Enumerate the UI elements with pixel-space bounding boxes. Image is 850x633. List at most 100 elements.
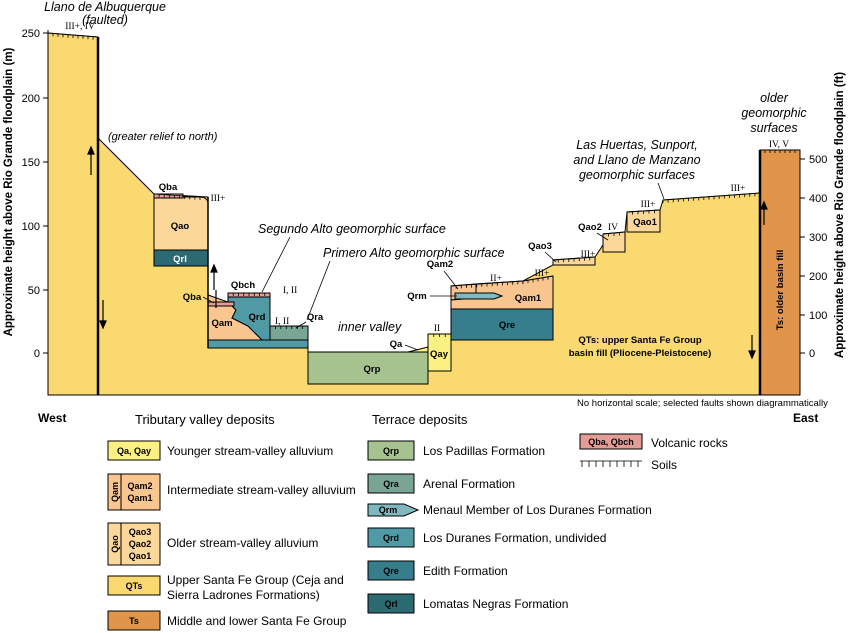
svg-text:Qao1: Qao1 xyxy=(129,551,152,561)
unit-qrl: Qrl xyxy=(173,254,187,265)
right-axis xyxy=(799,150,805,395)
soil-label-6: II+ xyxy=(490,274,502,284)
svg-text:Intermediate stream-valley all: Intermediate stream-valley alluvium xyxy=(167,483,356,497)
left-tick-100: 100 xyxy=(22,221,40,233)
left-axis xyxy=(43,30,49,395)
unit-qrd: Qrd xyxy=(249,312,266,323)
huertas-label-1: Las Huertas, Sunport, xyxy=(576,138,698,152)
svg-text:Los Padillas Formation: Los Padillas Formation xyxy=(423,444,545,458)
soil-surface-2 xyxy=(153,193,201,198)
soil-label-12: IV, V xyxy=(769,140,789,150)
relief-label: (greater relief to north) xyxy=(108,131,218,143)
qao2-leader xyxy=(596,232,609,241)
unit-qam2: Qam2 xyxy=(427,259,453,270)
right-tick-500: 500 xyxy=(809,154,827,166)
soil-label-8: III+ xyxy=(581,250,596,260)
fault-arrows xyxy=(87,145,768,360)
llano-label-1: Llano de Albuquerque xyxy=(44,0,166,14)
left-axis-title: Approximate height above Rio Grande floo… xyxy=(3,47,15,336)
legend-item-ts: Ts Middle and lower Santa Fe Group xyxy=(107,610,347,631)
legend-item-qrp: Qrp Los Padillas Formation xyxy=(367,440,545,461)
right-tick-400: 400 xyxy=(809,193,827,205)
qam2-leader xyxy=(443,270,459,290)
unit-qao1: Qao1 xyxy=(633,217,657,228)
unit-qba-low: Qba xyxy=(183,292,202,303)
huertas-label-3: geomorphic surfaces xyxy=(579,168,695,182)
left-tick-250: 250 xyxy=(22,28,40,40)
unit-qay: Qay xyxy=(430,349,449,360)
svg-text:Qam2: Qam2 xyxy=(127,481,152,491)
svg-text:Menaul Member of Los Duranes F: Menaul Member of Los Duranes Formation xyxy=(423,503,652,517)
unit-qrp: Qrp xyxy=(364,364,381,375)
unit-qam1: Qam1 xyxy=(515,293,542,304)
legend-item-qrm: Qrm Menaul Member of Los Duranes Formati… xyxy=(367,503,652,517)
qao3-leader xyxy=(544,251,557,263)
svg-text:Qba, Qbch: Qba, Qbch xyxy=(588,437,634,447)
unit-qbch: Qbch xyxy=(231,280,255,291)
unit-qre: Qre xyxy=(499,320,515,331)
qa-unit xyxy=(407,346,429,353)
soil-label-2: III+ xyxy=(211,194,226,204)
svg-text:Qrp: Qrp xyxy=(383,446,400,456)
legend-item-qra: Qra Arenal Formation xyxy=(367,473,515,494)
soil-ticks xyxy=(47,32,801,337)
legend-item-qrl: Qrl Lomatas Negras Formation xyxy=(367,593,568,614)
older-label-3: surfaces xyxy=(750,121,797,135)
cross-section xyxy=(47,32,801,396)
svg-text:Sierra Ladrones Formations): Sierra Ladrones Formations) xyxy=(167,588,320,602)
svg-text:Younger stream-valley alluvium: Younger stream-valley alluvium xyxy=(167,444,333,458)
west-label: West xyxy=(38,411,66,425)
right-tick-200: 200 xyxy=(809,271,827,283)
svg-text:Qrd: Qrd xyxy=(383,533,399,543)
east-label: East xyxy=(793,411,818,425)
left-tick-200: 200 xyxy=(22,93,40,105)
legend-item-qts: QTs Upper Santa Fe Group (Ceja and Sierr… xyxy=(107,573,344,602)
unit-qba-top: Qba xyxy=(159,182,178,193)
soil-label-11: III+ xyxy=(731,184,746,194)
left-tick-0: 0 xyxy=(34,348,40,360)
svg-text:Qrl: Qrl xyxy=(384,599,397,609)
legend-item-qao: Qao Qao3 Qao2 Qao1 Older stream-valley a… xyxy=(107,522,318,566)
qts-label-1: QTs: upper Santa Fe Group xyxy=(578,335,702,346)
svg-text:Qam1: Qam1 xyxy=(127,493,152,503)
legend-tributary-header: Tributary valley deposits xyxy=(135,412,275,427)
svg-text:Lomatas Negras Formation: Lomatas Negras Formation xyxy=(423,597,568,611)
svg-text:Upper Santa Fe Group (Ceja and: Upper Santa Fe Group (Ceja and xyxy=(167,573,344,587)
svg-text:Qam: Qam xyxy=(110,482,120,502)
scale-note: No horizontal scale; selected faults sho… xyxy=(577,398,828,409)
svg-text:Qao2: Qao2 xyxy=(129,539,152,549)
soil-label-4: I, II xyxy=(275,317,289,327)
soil-label-7: III+ xyxy=(535,269,550,279)
unit-qa: Qa xyxy=(390,339,403,350)
qba-low-unit xyxy=(207,301,235,307)
qre-unit xyxy=(450,308,554,341)
huertas-leader xyxy=(657,182,665,200)
right-tick-300: 300 xyxy=(809,232,827,244)
svg-text:Los Duranes Formation, undivid: Los Duranes Formation, undivided xyxy=(423,531,606,545)
unit-qra: Qra xyxy=(307,312,324,323)
legend-item-qrd: Qrd Los Duranes Formation, undivided xyxy=(367,527,606,548)
svg-text:Ts: Ts xyxy=(129,616,139,626)
svg-text:Middle and lower Santa Fe Grou: Middle and lower Santa Fe Group xyxy=(167,614,347,628)
legend-item-qre: Qre Edith Formation xyxy=(367,560,508,581)
unit-qrm: Qrm xyxy=(407,291,427,302)
primero-leader xyxy=(306,260,331,321)
svg-text:Qao: Qao xyxy=(110,535,120,553)
unit-qao: Qao xyxy=(171,221,190,232)
older-label-1: older xyxy=(760,91,789,105)
soil-label-1: III+, IV xyxy=(65,22,95,32)
qrm-unit xyxy=(454,292,504,300)
unit-qam: Qam xyxy=(211,318,232,329)
older-label-2: geomorphic xyxy=(741,106,807,120)
qts-label-2: basin fill (Pliocene-Pleistocene) xyxy=(569,348,712,359)
legend-item-qam: Qam Qam2 Qam1 Intermediate stream-valley… xyxy=(107,473,356,511)
svg-text:Qao3: Qao3 xyxy=(129,527,152,537)
primero-label: Primero Alto geomorphic surface xyxy=(323,246,505,260)
unit-qao2: Qao2 xyxy=(578,222,602,233)
right-axis-title: Approximate height above Rio Grande floo… xyxy=(834,72,846,358)
legend-item-soils: Soils xyxy=(580,458,677,472)
svg-text:Qa, Qay: Qa, Qay xyxy=(117,446,151,456)
segundo-label: Segundo Alto geomorphic surface xyxy=(258,222,446,236)
soil-label-10: III+ xyxy=(641,200,656,210)
soil-label-9: IV xyxy=(608,223,618,233)
